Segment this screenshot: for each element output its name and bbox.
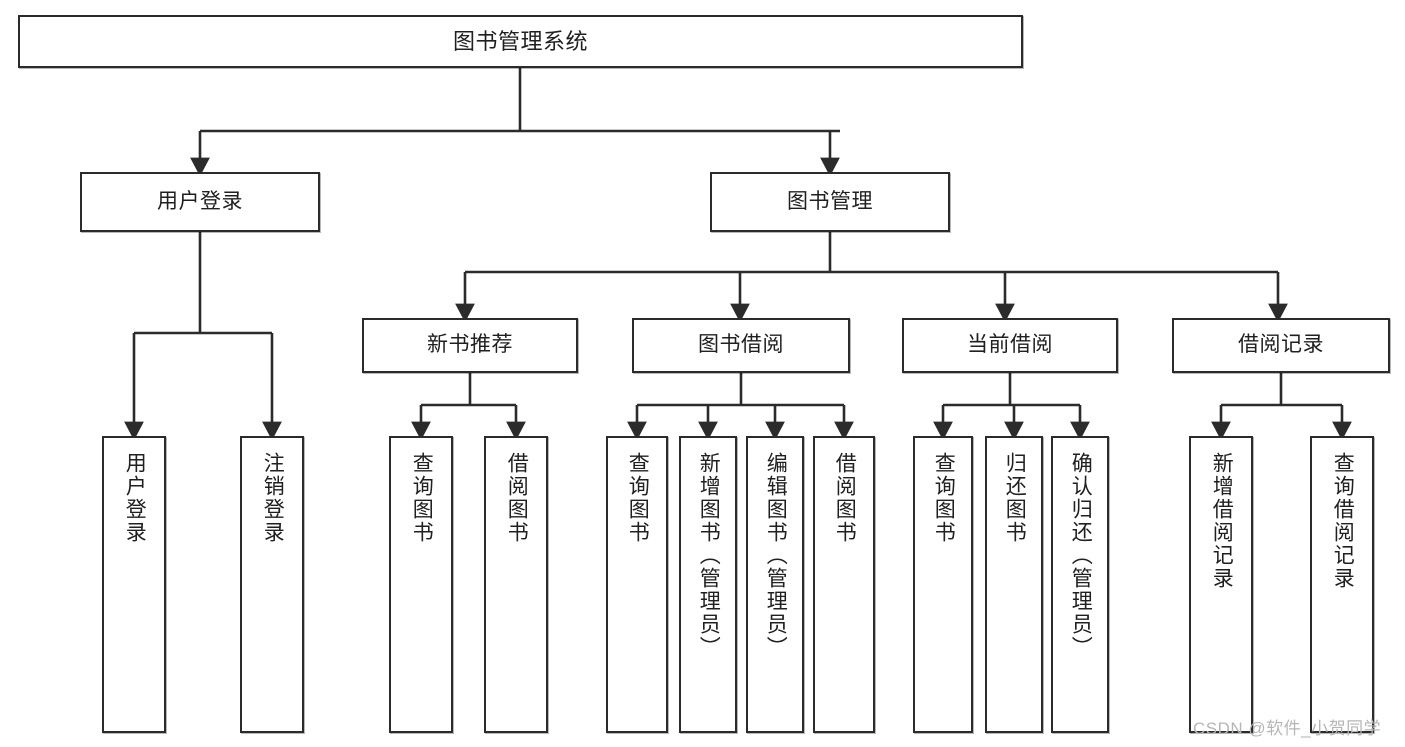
node-current-borrow-label: 当前借阅	[967, 333, 1053, 357]
node-leaf-current-query-book[interactable]: 查询图书	[913, 436, 973, 733]
node-leaf-user-login[interactable]: 用户登录	[102, 436, 166, 733]
node-leaf-borrow-do-borrow[interactable]: 借阅图书	[813, 436, 875, 733]
node-borrow-record[interactable]: 借阅记录	[1172, 318, 1390, 373]
node-new-book-recommend-label: 新书推荐	[427, 333, 513, 357]
node-leaf-recommend-query-book-label: 查询图书	[410, 452, 434, 544]
node-leaf-user-logout[interactable]: 注销登录	[240, 436, 304, 733]
node-leaf-borrow-query-book[interactable]: 查询图书	[606, 436, 668, 733]
node-book-borrow[interactable]: 图书借阅	[632, 318, 850, 373]
node-user-login-label: 用户登录	[157, 189, 243, 213]
node-book-borrow-label: 图书借阅	[698, 333, 784, 357]
node-leaf-borrow-edit-book[interactable]: 编辑图书（管理员）	[746, 436, 804, 733]
node-new-book-recommend[interactable]: 新书推荐	[362, 318, 578, 373]
node-leaf-user-logout-label: 注销登录	[261, 452, 285, 544]
node-leaf-current-confirm-return[interactable]: 确认归还（管理员）	[1051, 436, 1109, 733]
node-leaf-record-add[interactable]: 新增借阅记录	[1189, 436, 1253, 733]
node-leaf-current-return-book-label: 归还图书	[1003, 452, 1027, 544]
node-leaf-current-return-book[interactable]: 归还图书	[985, 436, 1043, 733]
csdn-watermark: CSDN @软件_小贺同学	[1193, 719, 1382, 738]
node-leaf-borrow-edit-book-label: 编辑图书（管理员）	[764, 452, 788, 659]
node-user-login[interactable]: 用户登录	[80, 172, 320, 232]
node-leaf-recommend-borrow-book-label: 借阅图书	[505, 452, 529, 544]
node-leaf-borrow-add-book-label: 新增图书（管理员）	[697, 452, 721, 659]
node-leaf-record-add-label: 新增借阅记录	[1210, 452, 1234, 590]
node-book-manage-label: 图书管理	[787, 189, 873, 213]
node-leaf-record-query-label: 查询借阅记录	[1331, 452, 1355, 590]
node-book-manage[interactable]: 图书管理	[710, 172, 950, 232]
node-current-borrow[interactable]: 当前借阅	[902, 318, 1118, 373]
node-leaf-record-query[interactable]: 查询借阅记录	[1310, 436, 1374, 733]
node-leaf-borrow-add-book[interactable]: 新增图书（管理员）	[679, 436, 737, 733]
node-leaf-current-query-book-label: 查询图书	[932, 452, 956, 544]
node-leaf-borrow-query-book-label: 查询图书	[626, 452, 650, 544]
node-leaf-current-confirm-return-label: 确认归还（管理员）	[1069, 452, 1093, 659]
node-borrow-record-label: 借阅记录	[1238, 333, 1324, 357]
node-root-label: 图书管理系统	[452, 28, 588, 54]
node-leaf-recommend-query-book[interactable]: 查询图书	[389, 436, 453, 733]
node-leaf-user-login-label: 用户登录	[123, 452, 147, 544]
node-leaf-borrow-do-borrow-label: 借阅图书	[833, 452, 857, 544]
node-leaf-recommend-borrow-book[interactable]: 借阅图书	[484, 436, 548, 733]
node-root[interactable]: 图书管理系统	[18, 15, 1023, 68]
